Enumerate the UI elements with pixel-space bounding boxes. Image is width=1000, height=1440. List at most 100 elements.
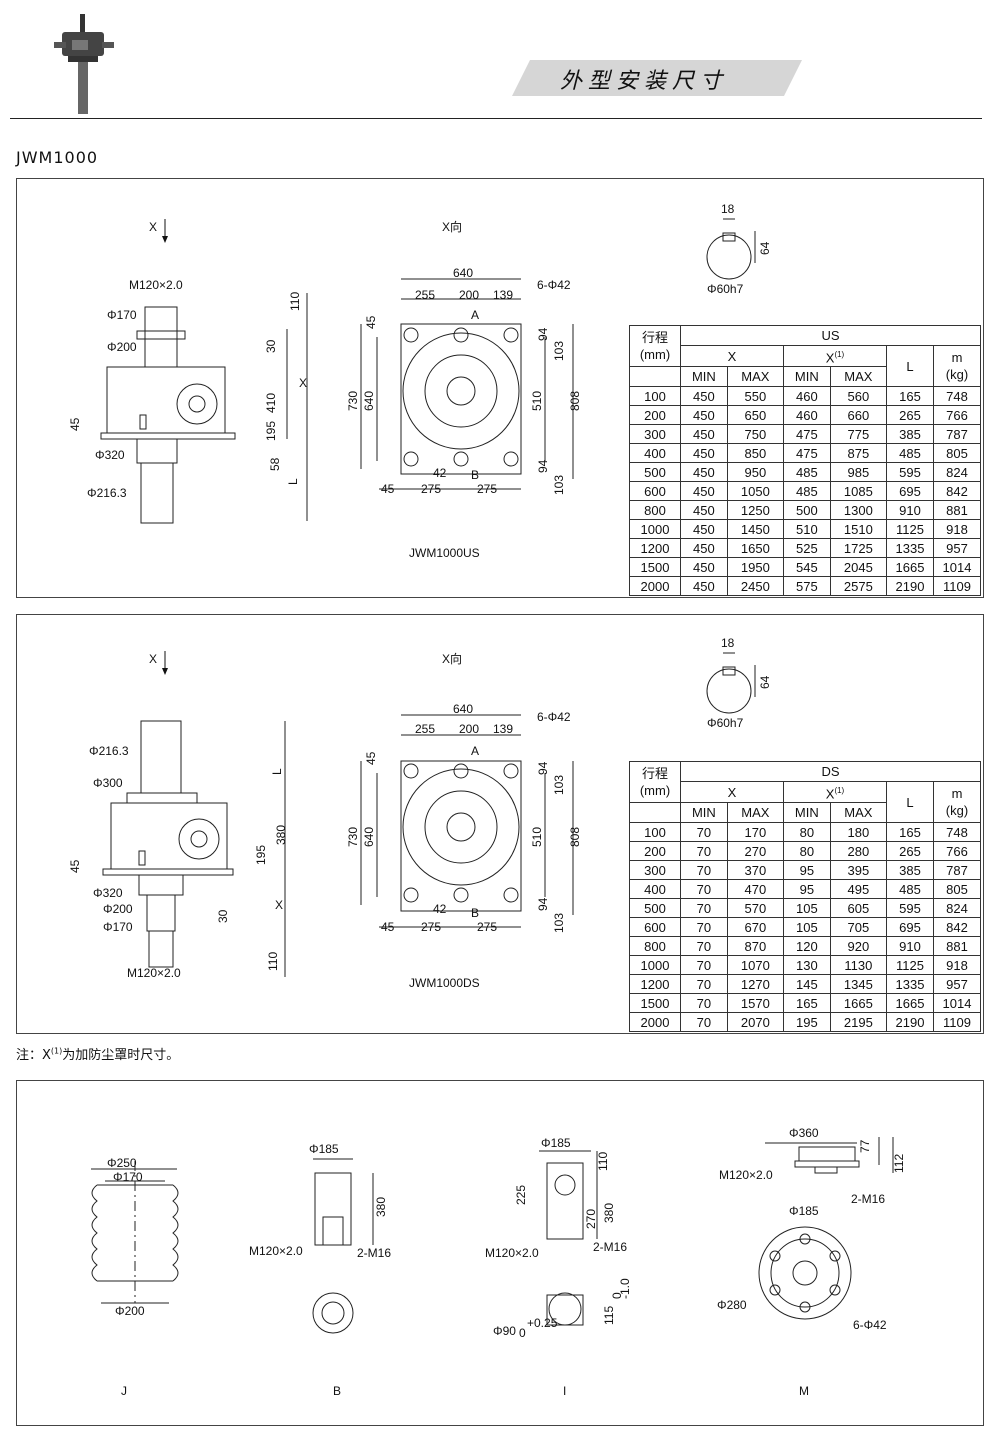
table-cell: 100 [629, 822, 681, 843]
svg-text:510: 510 [530, 391, 544, 411]
table-cell: 265 [886, 841, 934, 862]
table-cell: 280 [829, 841, 888, 862]
svg-text:195: 195 [254, 845, 268, 865]
table-cell: 1665 [829, 993, 888, 1014]
table-cell: 450 [680, 443, 728, 464]
table-cell: 1650 [726, 538, 784, 559]
svg-text:0: 0 [610, 1292, 624, 1299]
table-cell: 270 [726, 841, 784, 862]
shaft-detail-us: 18 64 Φ60h7 [706, 202, 772, 296]
table-cell: 500 [629, 898, 681, 919]
table-cell: 450 [680, 405, 728, 426]
table-cell: 918 [933, 519, 981, 540]
table-cell: 385 [886, 860, 934, 881]
svg-text:18: 18 [721, 202, 735, 216]
table-cell: 695 [886, 481, 934, 502]
table-cell: 670 [726, 917, 784, 938]
svg-text:Φ200: Φ200 [107, 340, 137, 354]
svg-text:+0.25: +0.25 [527, 1316, 558, 1330]
table-cell: 805 [933, 879, 981, 900]
table-cell: 2070 [726, 1012, 784, 1033]
svg-text:103: 103 [552, 341, 566, 361]
table-cell: 200 [629, 841, 681, 862]
side-dims-ds: Φ216.3 Φ300 45 Φ320 Φ200 Φ170 M120×2.0 L… [68, 721, 288, 980]
table-cell: 300 [629, 424, 681, 445]
svg-text:42: 42 [433, 466, 447, 480]
svg-text:B: B [471, 468, 479, 482]
accessories-drawing: Φ250 Φ170 Φ200 J Φ185 380 M120×2.0 2-M16… [91, 1126, 906, 1398]
svg-text:30: 30 [264, 339, 278, 353]
table-cell: 450 [680, 386, 728, 407]
svg-text:2-M16: 2-M16 [593, 1240, 627, 1254]
table-cell: 450 [680, 481, 728, 502]
table-cell: 875 [829, 443, 888, 464]
flange-m [758, 1137, 894, 1320]
svg-text:A: A [471, 308, 479, 322]
svg-text:410: 410 [264, 393, 278, 413]
table-cell: 1000 [629, 519, 681, 540]
page-title: 外型安装尺寸 [560, 69, 729, 94]
svg-text:275: 275 [477, 920, 497, 934]
table-cell: 766 [933, 841, 981, 862]
svg-text:Φ170: Φ170 [107, 308, 137, 322]
table-cell: 70 [680, 841, 728, 862]
svg-text:L: L [286, 478, 300, 485]
svg-text:M120×2.0: M120×2.0 [249, 1244, 303, 1258]
table-cell: 450 [680, 519, 728, 540]
table-cell: 450 [680, 576, 728, 597]
product-thumbnail [54, 14, 114, 114]
table-cell: 400 [629, 879, 681, 900]
svg-text:275: 275 [477, 482, 497, 496]
caption-ds: JWM1000DS [409, 976, 480, 990]
table-cell: 1270 [726, 974, 784, 995]
front-view-us [360, 278, 574, 490]
svg-text:2-M16: 2-M16 [851, 1192, 885, 1206]
shaft-detail-ds: 18 64 Φ60h7 [706, 636, 772, 730]
accessory-label-b: B [333, 1384, 341, 1398]
table-cell: 695 [886, 917, 934, 938]
table-cell: 95 [782, 879, 831, 900]
table-cell: 2000 [629, 1012, 681, 1033]
table-cell: 850 [726, 443, 784, 464]
table-cell: 595 [886, 898, 934, 919]
svg-text:Φ170: Φ170 [113, 1170, 143, 1184]
table-cell: 100 [629, 386, 681, 407]
table-cell: 881 [933, 500, 981, 521]
table-cell: 370 [726, 860, 784, 881]
table-cell: 1500 [629, 557, 681, 578]
table-cell: 1665 [886, 557, 934, 578]
table-cell: 180 [829, 822, 888, 843]
svg-text:45: 45 [381, 482, 395, 496]
table-cell: 950 [726, 462, 784, 483]
lower-drawing: X X向 Φ216.3 Φ300 45 Φ320 Φ200 Φ170 M120×… [68, 651, 582, 990]
svg-text:Φ280: Φ280 [717, 1298, 747, 1312]
table-cell: 560 [829, 386, 888, 407]
svg-text:380: 380 [274, 825, 288, 845]
svg-text:42: 42 [433, 902, 447, 916]
table-cell: 1500 [629, 993, 681, 1014]
table-cell: 450 [680, 462, 728, 483]
table-cell: 105 [782, 898, 831, 919]
svg-text:510: 510 [530, 827, 544, 847]
svg-text:58: 58 [268, 457, 282, 471]
svg-text:L: L [270, 768, 284, 775]
table-cell: 957 [933, 974, 981, 995]
table-cell: 70 [680, 879, 728, 900]
svg-text:640: 640 [453, 266, 473, 280]
table-cell: 130 [782, 955, 831, 976]
accessory-label-i: I [563, 1384, 566, 1398]
svg-text:45: 45 [381, 920, 395, 934]
svg-text:139: 139 [493, 722, 513, 736]
table-cell: 805 [933, 443, 981, 464]
table-cell: 265 [886, 405, 934, 426]
svg-text:103: 103 [552, 775, 566, 795]
svg-text:45: 45 [364, 751, 378, 765]
